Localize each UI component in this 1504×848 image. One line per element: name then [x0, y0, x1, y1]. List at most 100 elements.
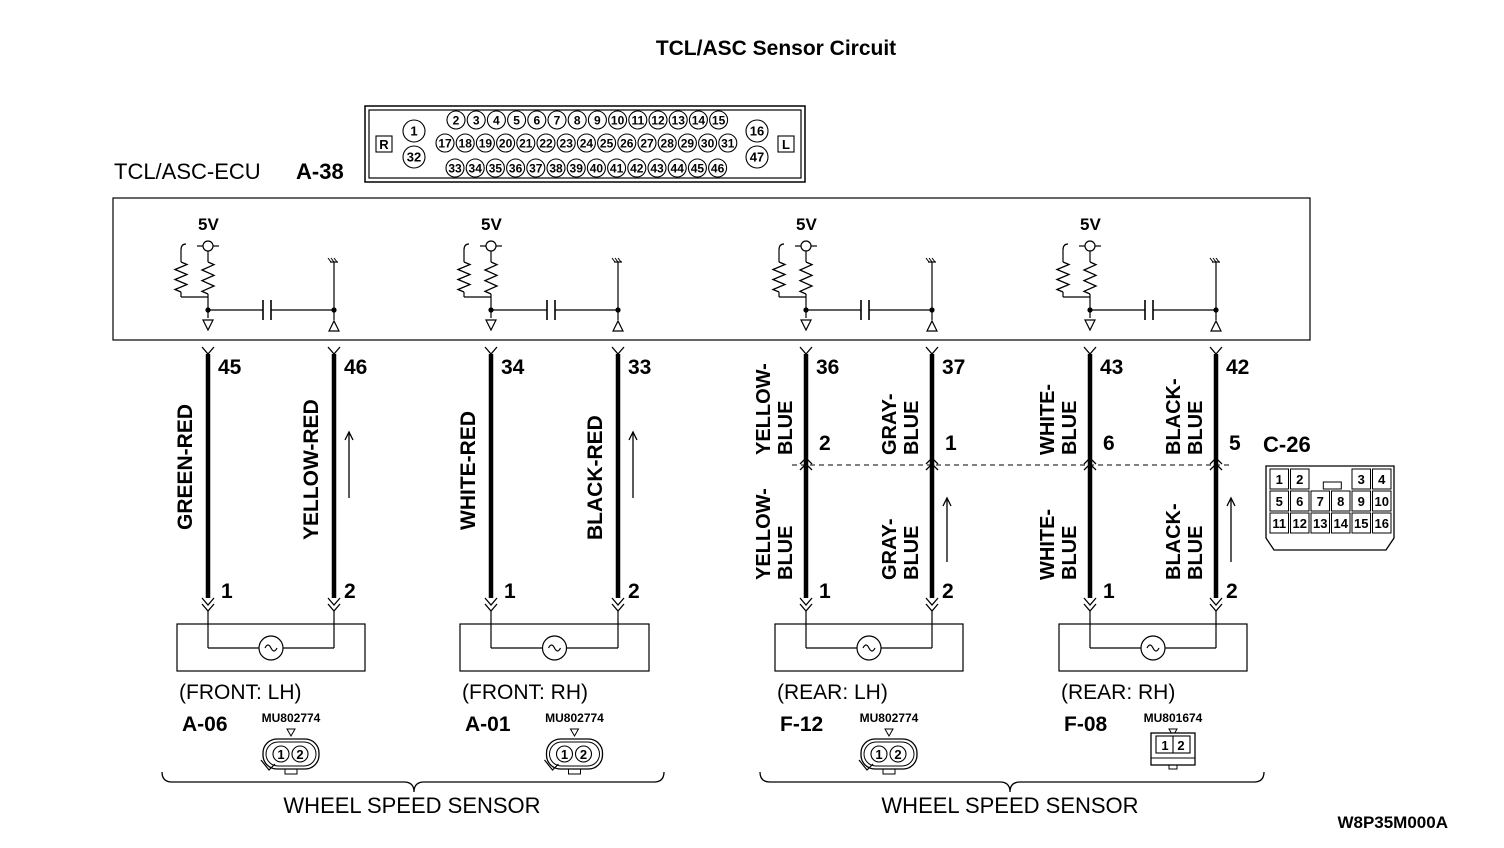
- ground-icon: [617, 257, 622, 263]
- ecu-pin: [465, 158, 485, 178]
- ecu-pin-number: 11: [631, 113, 644, 127]
- connector-key-mark: [286, 728, 296, 738]
- pullup-resistor: [798, 261, 814, 295]
- ecu-pin: [668, 110, 688, 130]
- ecu-pin: [709, 110, 729, 130]
- connector-key-mark: [569, 728, 580, 738]
- c26-pin-cell: [1290, 512, 1310, 534]
- connector-pin: [574, 745, 593, 763]
- sensor-box: [459, 623, 650, 672]
- supply-terminal: [202, 240, 214, 252]
- ecu-pin-label: 45: [218, 356, 242, 379]
- ecu-pin: [445, 158, 465, 178]
- input-resistor: [456, 261, 472, 293]
- ecu-pin-number: 6: [533, 113, 540, 127]
- ecu-pin: [446, 110, 466, 130]
- ecu-pin: [485, 158, 505, 178]
- c26-key: [1322, 481, 1342, 490]
- wire-color-label: BLUE: [1185, 526, 1207, 580]
- ecu-pin-number: 10: [611, 113, 625, 127]
- ecu-pin-number: 33: [448, 161, 462, 175]
- ecu-label: TCL/ASC-ECU: [114, 159, 261, 184]
- connector-face-inner: [863, 741, 915, 767]
- ecu-pin: [566, 158, 586, 178]
- sensor-connector-label: A-06: [182, 713, 228, 736]
- ecu-pin: [567, 110, 587, 130]
- ecu-pin: [475, 133, 495, 153]
- ecu-pin-number: 13: [672, 113, 686, 127]
- ecu-pin-number: 34: [469, 161, 483, 175]
- ecu-pin-label: 46: [344, 356, 367, 379]
- c26-pin-cell: [1310, 490, 1330, 512]
- ecu-connector-label: A-38: [296, 159, 344, 184]
- c26-junction-chevron: [1083, 457, 1097, 465]
- resistor-lead: [180, 243, 187, 251]
- ecu-pin-number: 19: [479, 136, 493, 150]
- sensor-pin-label: 1: [221, 580, 233, 603]
- sensor-position-label: (REAR: LH): [777, 681, 888, 704]
- ecu-pin: [647, 158, 667, 178]
- terminal-triangle-up: [612, 319, 624, 332]
- c26-label: C-26: [1263, 432, 1311, 457]
- input-resistor: [1055, 261, 1071, 293]
- wire-color-label: YELLOW-RED: [300, 399, 323, 540]
- ground-icon: [1212, 257, 1217, 263]
- sensor-box: [1058, 623, 1248, 672]
- terminal-triangle-down: [1084, 319, 1096, 332]
- ecu-pin: [687, 158, 707, 178]
- ground-icon: [931, 257, 936, 263]
- connector-chevron: [925, 346, 939, 355]
- ecu-pin: [546, 158, 566, 178]
- ecu-pin: [708, 158, 728, 178]
- terminal-triangle-down: [202, 319, 214, 332]
- ground-icon: [333, 257, 338, 263]
- terminal-triangle-down: [800, 319, 812, 332]
- c26-pin-cell: [1331, 490, 1351, 512]
- sensor-pin-label: 2: [344, 580, 356, 603]
- ecu-pin-number: 26: [620, 136, 634, 150]
- ecu-pin-number: 35: [489, 161, 503, 175]
- wire-color-label: BLUE: [1059, 401, 1081, 455]
- connector-chevron: [611, 597, 625, 606]
- ecu-pin-number: 27: [640, 136, 654, 150]
- sine-wave-icon: [264, 644, 278, 652]
- ecu-pin-number: 47: [750, 150, 764, 165]
- resistor-lead: [1062, 243, 1069, 251]
- wire-color-label: WHITE-: [1037, 509, 1059, 580]
- sine-wave-icon: [1146, 644, 1160, 652]
- c26-junction-chevron: [1209, 463, 1223, 471]
- ecu-pin-number: 16: [750, 124, 764, 139]
- connector-chevron: [1209, 597, 1223, 606]
- c26-pin-number: 8: [1337, 494, 1344, 509]
- c26-pin-label: 5: [1229, 432, 1241, 455]
- c26-pin-number: 2: [1296, 472, 1303, 487]
- ecu-pin: [677, 133, 697, 153]
- wire-color-label: BLUE: [1185, 401, 1207, 455]
- connector-pin: [291, 745, 309, 763]
- ecu-pin: [718, 133, 738, 153]
- terminal-triangle-up: [926, 319, 938, 332]
- group-braces: [161, 771, 1265, 793]
- wire-color-label: BLACK-RED: [584, 415, 607, 540]
- pullup-resistor: [483, 261, 499, 295]
- connector-chevron: [201, 346, 215, 355]
- c26-pin-cell: [1372, 512, 1392, 534]
- ecu-pin-number: 42: [630, 161, 644, 175]
- connector-chevron: [484, 346, 498, 355]
- ecu-tag-box: [777, 135, 795, 153]
- wire-color-label: GRAY-: [879, 518, 901, 580]
- ecu-pin-number: 17: [438, 136, 452, 150]
- sensor-position-label: (FRONT: RH): [462, 681, 588, 704]
- ecu-pin: [667, 158, 687, 178]
- sine-wave-icon: [862, 644, 876, 652]
- sine-wave-icon: [547, 644, 562, 652]
- ground-icon: [925, 257, 930, 263]
- connector-pin: [272, 745, 290, 763]
- wire-color-label: BLUE: [775, 526, 797, 580]
- supply-5v-label: 5V: [481, 215, 502, 234]
- ecu-pin: [536, 133, 556, 153]
- ecu-pin-number: 8: [574, 113, 581, 127]
- supply-terminal: [1084, 240, 1096, 252]
- connector-lock: [1168, 764, 1178, 770]
